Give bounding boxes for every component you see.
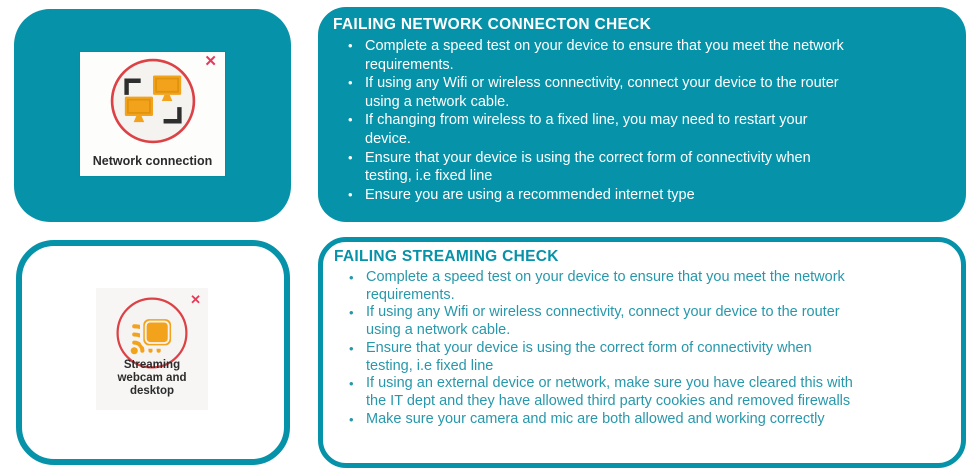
list-item: • Complete a speed test on your device t… (348, 38, 844, 73)
bullet-icon: • (349, 305, 354, 321)
list-item: • If changing from wireless to a fixed l… (348, 112, 808, 147)
list-item: • Make sure your camera and mic are both… (349, 410, 825, 427)
streaming-fail-bullet-list: • Complete a speed test on your device t… (334, 269, 953, 428)
network-check-tile: ✕ Network connection (14, 9, 291, 222)
list-item: • If using any Wifi or wireless connecti… (348, 75, 839, 110)
network-connection-icon (110, 58, 195, 144)
bullet-icon: • (348, 149, 353, 165)
streaming-check-tile: ✕ Streaming webcam and desktop (16, 240, 290, 465)
network-fail-heading: FAILING NETWORK CONNECTON CHECK (333, 16, 652, 33)
list-item: • Complete a speed test on your device t… (349, 269, 845, 303)
network-card-label: Network connection (92, 153, 213, 168)
bullet-icon: • (349, 340, 354, 356)
list-item: • If using any Wifi or wireless connecti… (349, 304, 840, 339)
bullet-icon: • (348, 112, 353, 128)
list-item: • If using an external device or network… (349, 375, 853, 409)
network-fail-panel: FAILING NETWORK CONNECTON CHECK • Comple… (318, 7, 966, 222)
network-connection-card: ✕ Network connection (80, 52, 225, 176)
bullet-icon: • (348, 75, 353, 91)
streaming-card-label: Streaming webcam and desktop (117, 359, 187, 397)
list-item: • Ensure that your device is using the c… (348, 149, 811, 185)
list-item: • Ensure that your device is using the c… (349, 339, 812, 374)
bullet-icon: • (348, 186, 353, 202)
bullet-icon: • (349, 411, 354, 427)
streaming-fail-panel: FAILING STREAMING CHECK • Complete a spe… (318, 237, 966, 468)
streaming-fail-heading: FAILING STREAMING CHECK (334, 248, 559, 265)
bullet-icon: • (349, 270, 354, 285)
bullet-icon: • (349, 376, 354, 392)
streaming-card: ✕ Streaming webcam and desktop (96, 288, 208, 410)
fail-x-icon: ✕ (190, 292, 201, 307)
fail-x-icon: ✕ (204, 53, 217, 70)
bullet-icon: • (348, 38, 353, 53)
screencast-icon (116, 297, 188, 369)
list-item: • Ensure you are using a recommended int… (348, 186, 695, 203)
network-fail-bullet-list: • Complete a speed test on your device t… (333, 37, 956, 204)
